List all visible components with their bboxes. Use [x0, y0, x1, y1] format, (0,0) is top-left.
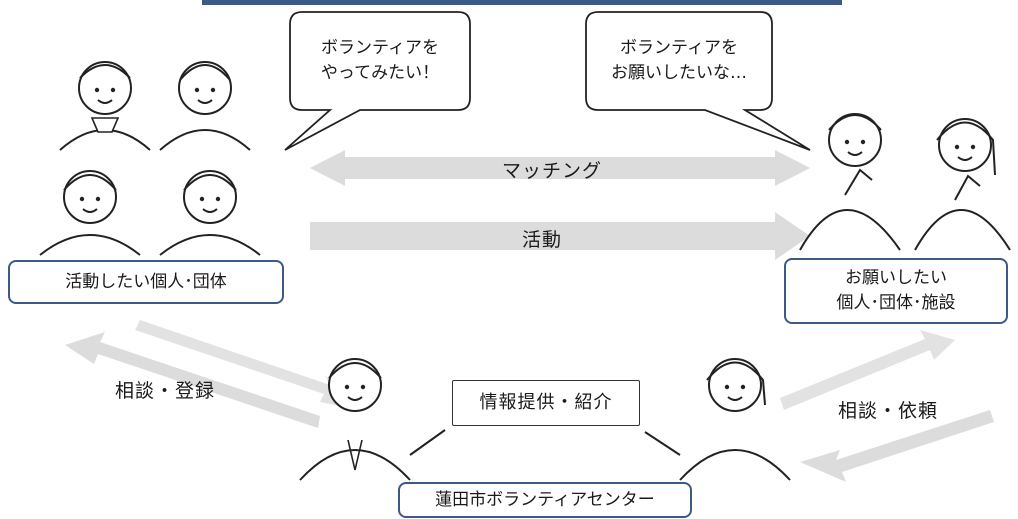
consult-request-arrows [780, 330, 994, 482]
volunteer-person-4 [159, 170, 261, 256]
bubble-right-text: ボランティアを お願いしたいな… [596, 36, 762, 85]
consult-register-arrows [65, 320, 360, 428]
consult-request-label: 相談・依頼 [838, 400, 939, 422]
center-staff-female [644, 358, 791, 481]
speech-bubble-right [585, 11, 811, 151]
activity-arrow [310, 212, 810, 260]
top-accent-bar [202, 0, 842, 5]
volunteer-person-1 [59, 61, 151, 151]
matching-label: マッチング [502, 160, 603, 182]
volunteers-label: 活動したい個人･団体 [65, 271, 227, 292]
volunteer-person-2 [159, 61, 251, 151]
bubble-left-line2: やってみたい！ [320, 62, 440, 83]
requester-person-1 [799, 113, 901, 251]
matching-arrow [310, 150, 810, 186]
info-label: 情報提供・紹介 [479, 391, 613, 413]
volunteers-box: 活動したい個人･団体 [8, 260, 284, 304]
requester-person-2 [914, 118, 1011, 251]
requesters-line1: お願いしたい [845, 268, 947, 289]
bubble-left-line1: ボランティアを [321, 38, 439, 58]
bubble-right-line2: お願いしたいな… [611, 62, 747, 83]
requesters-line2: 個人･団体･施設 [836, 293, 956, 313]
center-staff-male [299, 358, 446, 481]
center-label: 蓮田市ボランティアセンター [435, 489, 655, 510]
bubble-left-text: ボランティアを やってみたい！ [300, 36, 460, 85]
volunteer-person-3 [39, 170, 141, 256]
info-box: 情報提供・紹介 [452, 380, 640, 426]
consult-register-label: 相談・登録 [115, 380, 216, 402]
requesters-box: お願いしたい 個人･団体･施設 [784, 258, 1008, 324]
bubble-right-line1: ボランティアを [620, 38, 738, 58]
activity-label: 活動 [522, 229, 563, 251]
center-box: 蓮田市ボランティアセンター [398, 482, 692, 518]
speech-bubble-left [284, 11, 471, 151]
